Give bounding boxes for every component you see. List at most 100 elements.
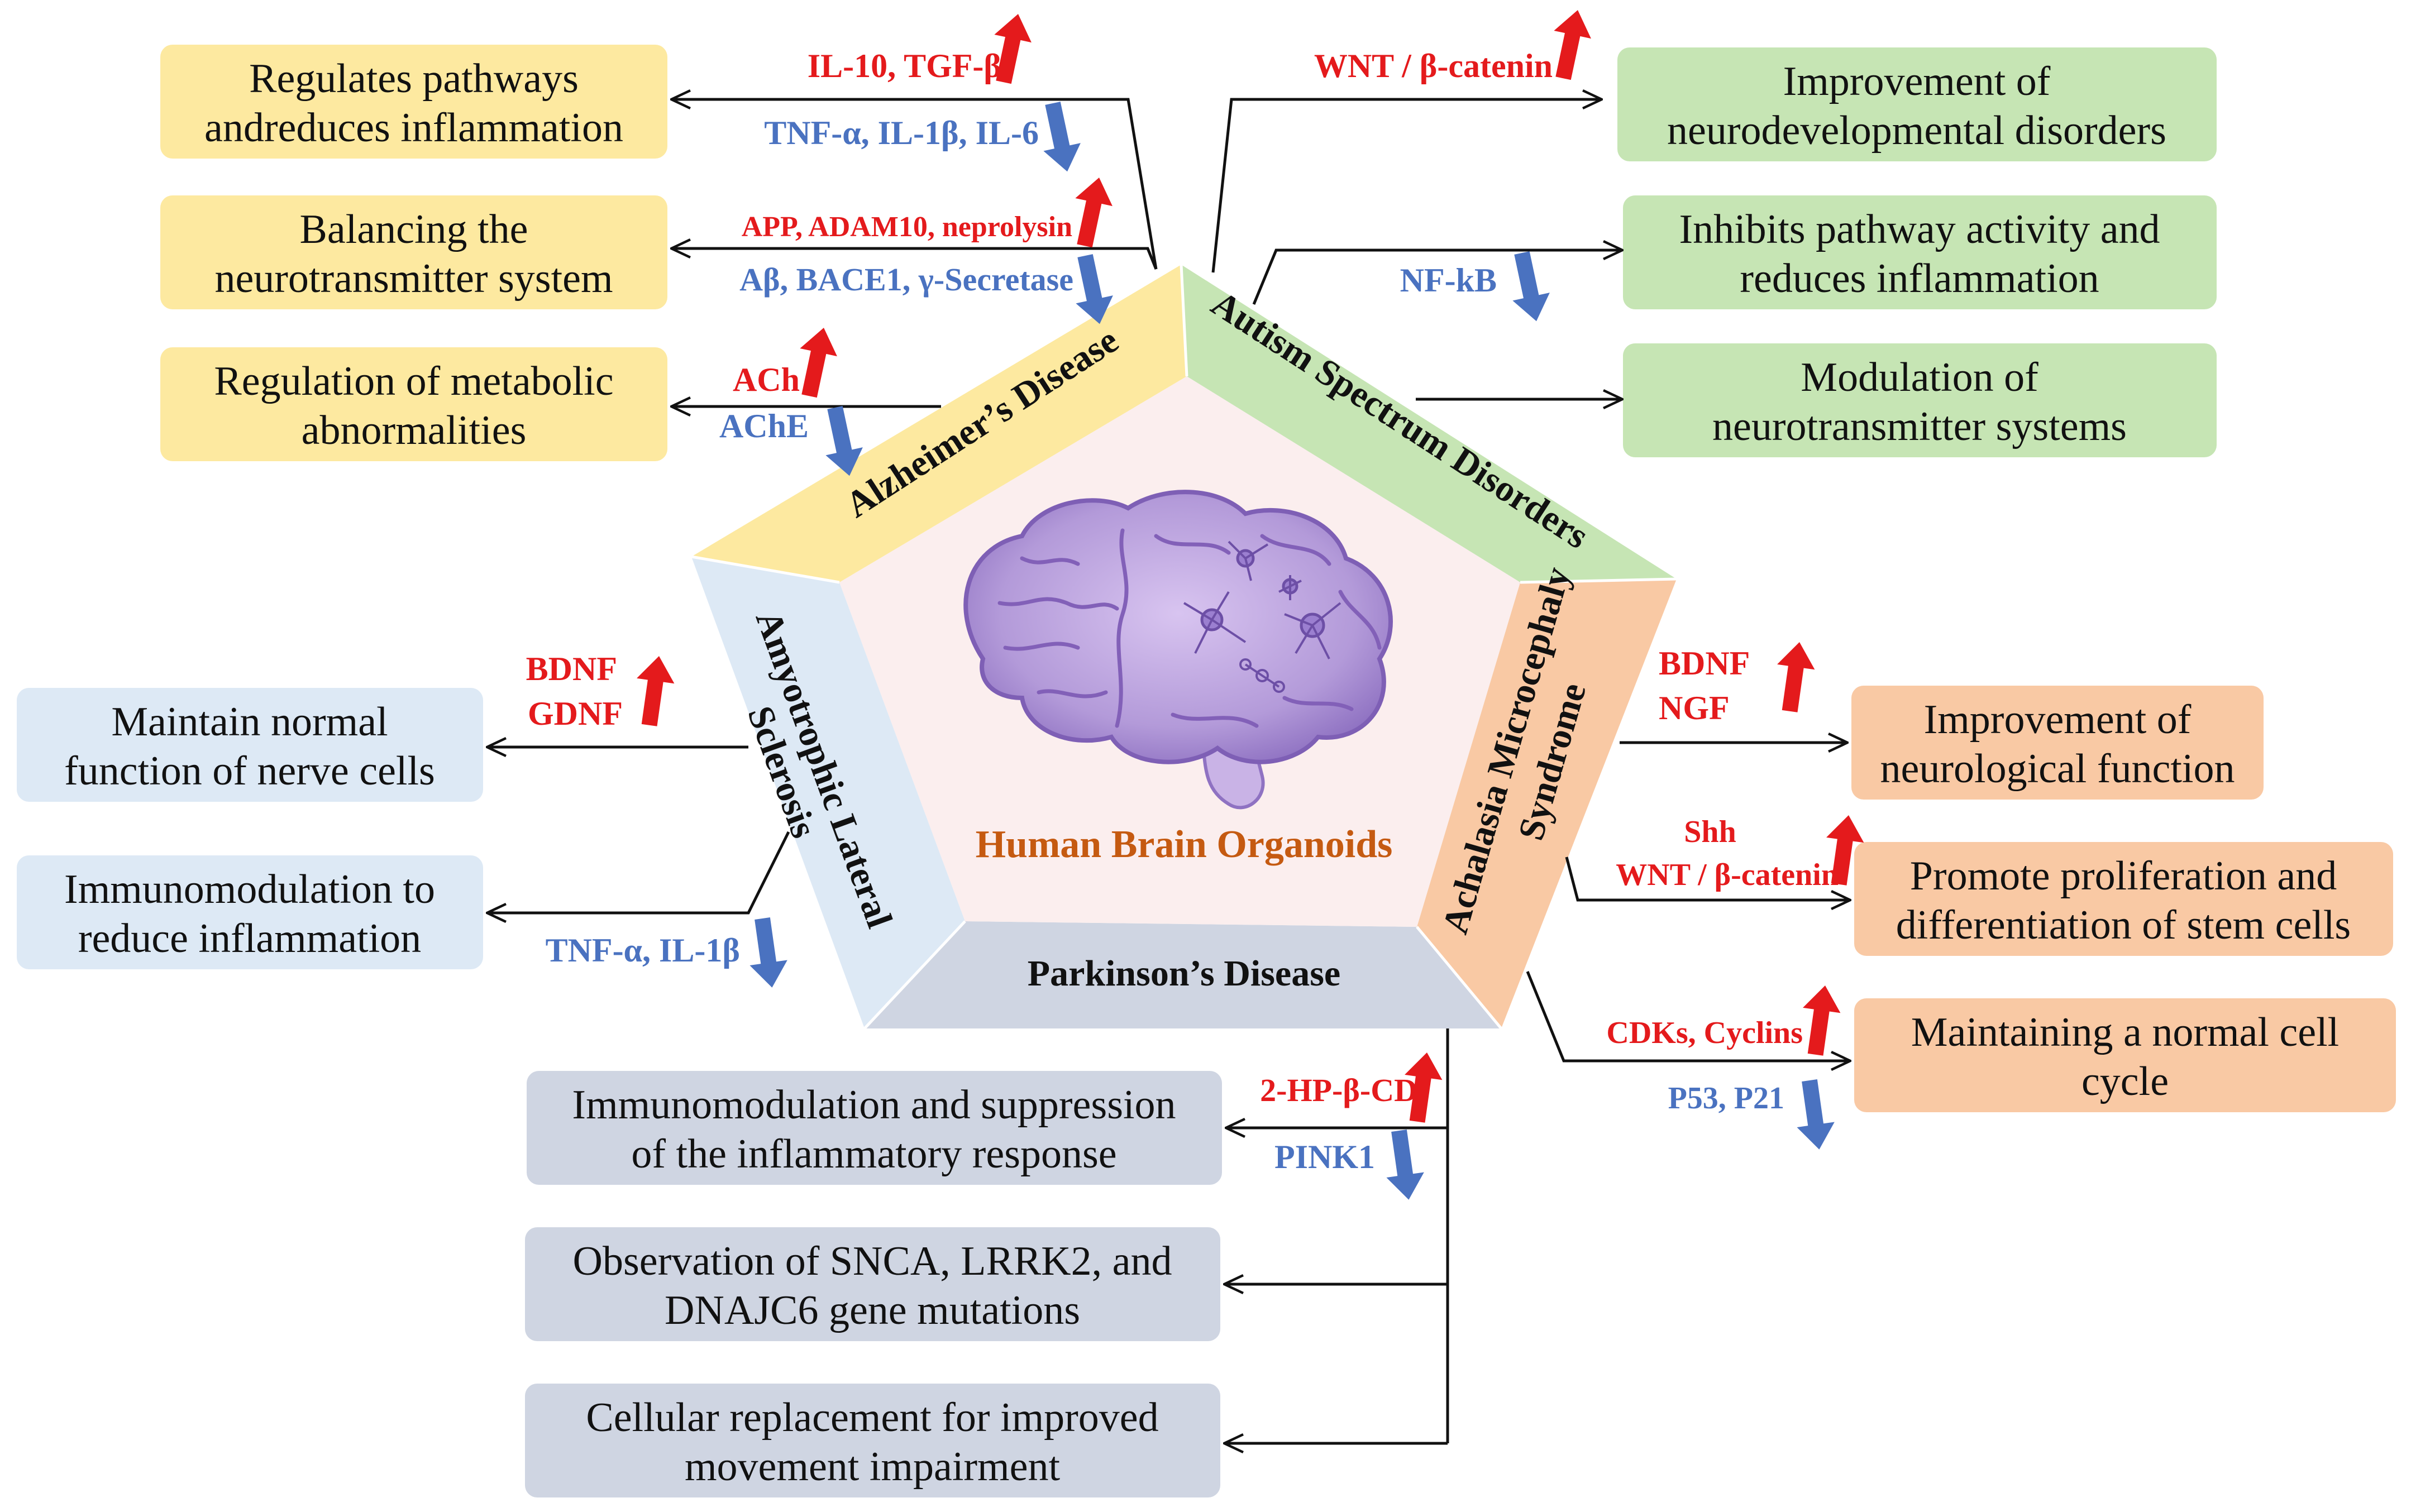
alzheimer-down-arrow-2 (1076, 254, 1113, 324)
alzheimer-box-3-line1: Regulation of metabolic (214, 358, 613, 404)
alzheimer-box-2-line1: Balancing the (300, 207, 528, 252)
alzheimer-box-1 (160, 45, 667, 159)
autism-segment (1181, 265, 1677, 582)
parkinson-up-label-1: 2-HP-β-CD (1260, 1072, 1417, 1108)
autism-box-1-line1: Improvement of (1783, 59, 2051, 104)
als-down-arrow-1 (749, 917, 787, 988)
als-branch: Maintain normal function of nerve cells … (17, 650, 790, 988)
als-box-1-line1: Maintain normal (111, 699, 388, 745)
achalasia-up-label-4: WNT / β-catenin (1616, 858, 1839, 892)
alzheimer-connector-1 (671, 99, 1158, 270)
achalasia-up-arrow-3 (1803, 985, 1841, 1056)
achalasia-segment (1417, 579, 1677, 1028)
als-connector-2 (487, 831, 790, 913)
parkinson-segment (865, 921, 1501, 1028)
achalasia-down-arrow-1 (1797, 1079, 1835, 1150)
achalasia-box-1 (1851, 686, 2264, 800)
achalasia-branch: Improvement of neurological function Pro… (1526, 642, 2396, 1150)
achalasia-up-label-3: Shh (1684, 815, 1736, 849)
parkinson-box-3-line1: Cellular replacement for improved (586, 1395, 1158, 1441)
parkinson-box-1-line2: of the inflammatory response (631, 1131, 1116, 1177)
alzheimer-down-label-1: TNF-α, IL-1β, IL-6 (764, 114, 1039, 151)
parkinson-label: Parkinson’s Disease (1028, 953, 1340, 994)
als-up-label-1: BDNF (526, 650, 617, 687)
als-segment (691, 557, 965, 1028)
alzheimer-up-label-3: ACh (733, 361, 800, 398)
als-box-2-line1: Immunomodulation to (64, 867, 435, 912)
pentagon-diagram: Alzheimer’s Disease Autism Spectrum Diso… (691, 264, 1677, 1030)
alzheimer-connector-2 (671, 248, 1158, 270)
alzheimer-up-label-1: IL-10, TGF-β (808, 47, 1001, 84)
alzheimer-down-label-3: AChE (719, 408, 809, 444)
parkinson-branch: Immunomodulation and suppression of the … (525, 1028, 1449, 1497)
alzheimer-branch: Regulates pathways andreduces inflammati… (160, 14, 1158, 476)
alzheimer-box-3 (160, 347, 667, 461)
achalasia-up-label-2: NGF (1659, 690, 1730, 726)
autism-box-2-line1: Inhibits pathway activity and (1679, 207, 2160, 252)
parkinson-box-2-line1: Observation of SNCA, LRRK2, and (573, 1238, 1172, 1284)
achalasia-box-1-line2: neurological function (1880, 746, 2235, 792)
als-box-2 (17, 855, 483, 969)
autism-box-2 (1623, 195, 2217, 309)
autism-box-3 (1623, 343, 2217, 457)
als-box-1 (17, 688, 483, 802)
achalasia-up-label-5: CDKs, Cyclins (1606, 1016, 1803, 1050)
autism-down-label-1: NF-kB (1400, 262, 1497, 299)
achalasia-connector-3 (1526, 971, 1850, 1061)
als-up-arrow-1 (637, 656, 675, 726)
alzheimer-box-2 (160, 195, 667, 309)
achalasia-box-2 (1854, 842, 2393, 956)
achalasia-up-label-1: BDNF (1659, 645, 1750, 682)
als-up-label-2: GDNF (528, 695, 623, 732)
alzheimer-box-3-line2: abnormalities (302, 408, 527, 453)
achalasia-connector-2 (1565, 857, 1850, 900)
autism-box-3-line1: Modulation of (1801, 355, 2038, 400)
achalasia-down-label-1: P53, P21 (1668, 1081, 1784, 1116)
center-title: Human Brain Organoids (976, 823, 1393, 866)
achalasia-box-1-line1: Improvement of (1924, 697, 2192, 743)
achalasia-box-3-line1: Maintaining a normal cell (1911, 1009, 2340, 1055)
alzheimer-box-2-line2: neurotransmitter system (214, 256, 613, 302)
parkinson-box-2 (525, 1227, 1220, 1341)
alzheimer-up-label-2: APP, ADAM10, neprolysin (742, 211, 1072, 243)
parkinson-up-arrow-1 (1405, 1052, 1443, 1123)
parkinson-down-arrow-1 (1386, 1130, 1424, 1200)
autism-branch: Improvement of neurodevelopmental disord… (1211, 10, 2217, 457)
parkinson-box-3 (525, 1384, 1220, 1497)
achalasia-up-arrow-2 (1826, 815, 1864, 886)
brain-icon (963, 490, 1393, 810)
als-box-2-line2: reduce inflammation (78, 916, 421, 961)
alzheimer-down-arrow-3 (825, 406, 863, 476)
achalasia-box-3 (1854, 998, 2396, 1112)
als-box-1-line2: function of nerve cells (64, 748, 435, 794)
autism-connector-2 (1252, 250, 1622, 305)
alzheimer-box-1-line2: andreduces inflammation (204, 105, 623, 151)
achalasia-box-3-line2: cycle (2081, 1059, 2169, 1104)
autism-connector-1 (1211, 99, 1602, 273)
autism-up-label-1: WNT / β-catenin (1314, 47, 1553, 84)
alzheimer-segment (691, 265, 1187, 582)
autism-up-arrow-1 (1554, 10, 1591, 80)
alzheimer-up-arrow-2 (1075, 178, 1113, 248)
achalasia-box-2-line1: Promote proliferation and (1910, 853, 2337, 899)
parkinson-down-label-1: PINK1 (1274, 1138, 1375, 1175)
parkinson-box-1 (527, 1071, 1222, 1185)
alzheimer-up-arrow-3 (800, 328, 837, 398)
autism-down-arrow-1 (1512, 251, 1550, 322)
parkinson-box-1-line1: Immunomodulation and suppression (572, 1082, 1176, 1128)
achalasia-box-2-line2: differentiation of stem cells (1896, 902, 2351, 948)
alzheimer-down-label-2: Aβ, BACE1, γ-Secretase (739, 261, 1073, 298)
achalasia-up-arrow-1 (1777, 642, 1815, 712)
alzheimer-box-1-line1: Regulates pathways (249, 56, 579, 102)
autism-box-2-line2: reduces inflammation (1740, 256, 2099, 302)
alzheimer-up-arrow-1 (994, 14, 1032, 84)
als-down-label-1: TNF-α, IL-1β (546, 932, 740, 969)
parkinson-box-3-line2: movement impairment (685, 1444, 1060, 1490)
autism-box-3-line2: neurotransmitter systems (1712, 404, 2127, 449)
alzheimer-down-arrow-1 (1043, 102, 1081, 172)
parkinson-box-2-line2: DNAJC6 gene mutations (665, 1288, 1080, 1333)
autism-box-1 (1617, 47, 2217, 161)
autism-box-1-line2: neurodevelopmental disorders (1667, 108, 2166, 154)
